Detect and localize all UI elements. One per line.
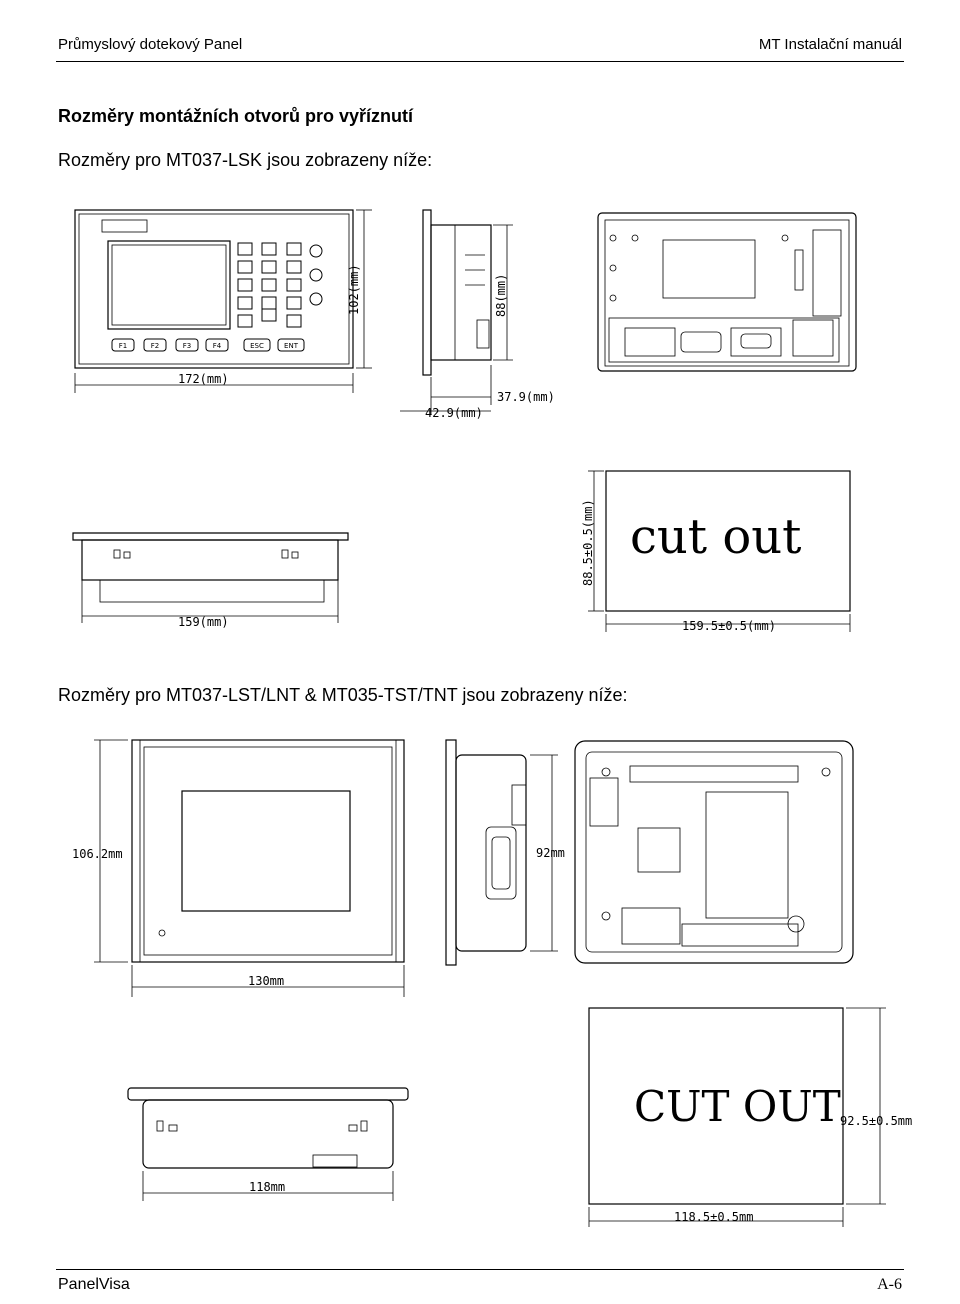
- lst-front-height: 106.2mm: [72, 847, 123, 861]
- intro-text-lst: Rozměry pro MT037-LST/LNT & MT035-TST/TN…: [58, 685, 628, 705]
- page-number: A-6: [877, 1276, 902, 1293]
- lst-bottom-width: 118mm: [249, 1180, 285, 1194]
- intro-text-lsk: Rozměry pro MT037-LSK jsou zobrazeny níž…: [58, 150, 433, 170]
- lsk-depth-outer: 42.9(mm): [425, 406, 483, 420]
- section-heading: Rozměry montážních otvorů pro vyříznutí: [58, 106, 414, 126]
- lsk-rear-view: [597, 212, 857, 372]
- lsk-cutout-height: 88.5±0.5(mm): [581, 499, 595, 586]
- lst-side-height: 92mm: [536, 846, 565, 860]
- lst-cutout-height: 92.5±0.5mm: [840, 1114, 912, 1128]
- lsk-bottom-width: 159(mm): [178, 615, 229, 629]
- header-rule: [56, 61, 904, 62]
- function-key-label: F2: [151, 342, 159, 350]
- lst-cutout-width: 118.5±0.5mm: [674, 1210, 753, 1224]
- function-key-label: ESC: [250, 342, 264, 350]
- function-key-label: F3: [183, 342, 191, 350]
- lst-rear-view: [574, 740, 854, 964]
- lsk-cutout-width: 159.5±0.5(mm): [682, 619, 776, 633]
- lsk-side-height: 88(mm): [494, 274, 508, 317]
- lsk-bottom-view: 159(mm): [72, 532, 349, 629]
- keypad: [237, 242, 323, 328]
- footer-rule: [56, 1269, 904, 1270]
- lst-front-width: 130mm: [248, 974, 284, 988]
- lsk-front-view: F1 F2 F3 F4 ESC ENT 172(mm) 102(mm): [74, 209, 372, 393]
- lsk-cutout-label: cut out: [630, 509, 801, 565]
- lsk-front-height: 102(mm): [347, 264, 361, 315]
- lst-cutout: CUT OUT 92.5±0.5mm 118.5±0.5mm: [588, 1007, 912, 1227]
- lsk-side-view: 88(mm) 37.9(mm) 42.9(mm): [400, 209, 555, 420]
- lsk-cutout: cut out 88.5±0.5(mm) 159.5±0.5(mm): [581, 470, 851, 633]
- footer-company: PanelVisa: [58, 1276, 130, 1293]
- lst-cutout-label: CUT OUT: [634, 1082, 841, 1131]
- header-doc-title: Průmyslový dotekový Panel: [58, 36, 243, 53]
- lst-side-view: 92mm: [445, 739, 565, 966]
- function-key-label: ENT: [284, 342, 299, 350]
- function-key-label: F1: [119, 342, 127, 350]
- function-keys: F1 F2 F3 F4 ESC ENT: [111, 338, 305, 352]
- header-manual-title: MT Instalační manuál: [758, 36, 902, 53]
- lst-front-view: 106.2mm 130mm: [72, 739, 405, 997]
- lsk-front-width: 172(mm): [178, 372, 229, 386]
- function-key-label: F4: [213, 342, 222, 350]
- lst-bottom-view: 118mm: [127, 1087, 409, 1201]
- lsk-depth-inner: 37.9(mm): [497, 390, 555, 404]
